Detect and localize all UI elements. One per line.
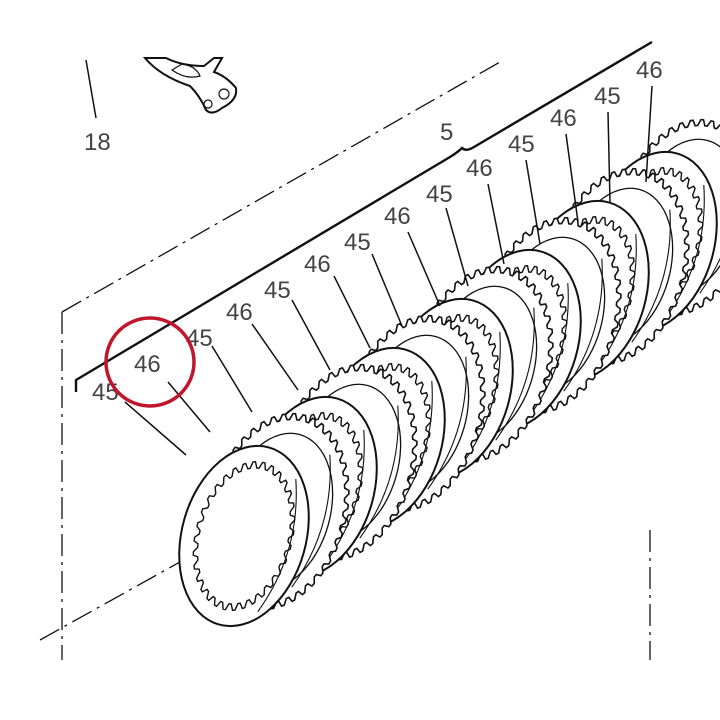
callout-45-b: 45: [264, 277, 291, 304]
disc-rim-shadow: [427, 356, 467, 490]
callout-45-partial: 45: [92, 379, 119, 406]
disc-rim-shadow: [563, 258, 603, 392]
callout-45-c: 45: [344, 229, 371, 256]
callout-labels: 18 5 45 46 45 46 45 46 45 46 45 46 45 46…: [84, 57, 663, 406]
callout-46-a: 46: [226, 299, 253, 326]
callout-45-f: 45: [594, 83, 621, 110]
callout-45-e: 45: [508, 131, 535, 158]
disc-rim-shadow: [495, 307, 535, 441]
steel-plate: [178, 444, 310, 628]
highlight-circle: [104, 316, 196, 408]
callout-5: 5: [440, 119, 453, 146]
callout-18: 18: [84, 129, 111, 156]
clutch-disc-stack: [178, 118, 720, 628]
disc-rim-shadow: [699, 160, 720, 294]
callout-45-d: 45: [426, 181, 453, 208]
callout-46-d: 46: [466, 155, 493, 182]
callout-46-highlighted: 46: [134, 351, 161, 378]
callout-46-c: 46: [384, 203, 411, 230]
callout-46-e: 46: [550, 105, 577, 132]
disc-rim-shadow: [257, 479, 297, 613]
steel-plate-inner-splines: [192, 461, 296, 611]
part-18-housing: [142, 57, 238, 114]
disc-rim-shadow: [291, 454, 331, 588]
group-bracket: [74, 40, 653, 392]
disc-rim-shadow: [359, 405, 399, 539]
callout-46-partial: 46: [636, 57, 663, 84]
leader-lines: [85, 59, 653, 456]
disc-rim-shadow: [631, 209, 671, 343]
callout-46-b: 46: [304, 251, 331, 278]
